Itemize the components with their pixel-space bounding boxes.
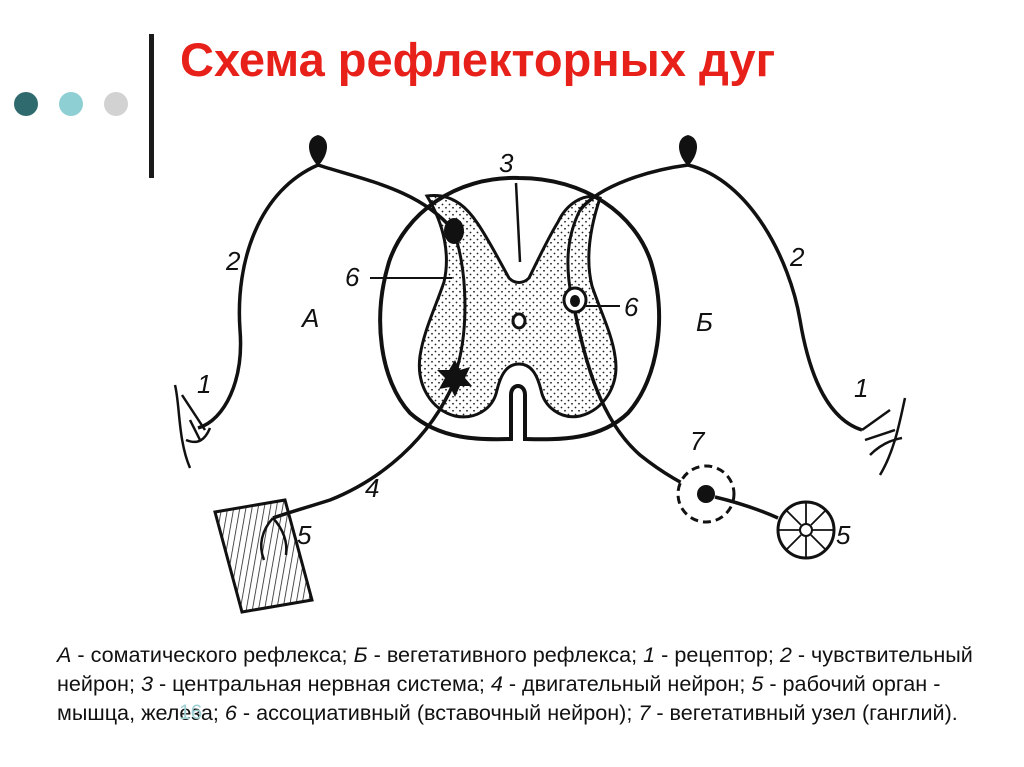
diagram-caption: А - соматического рефлекса; Б - вегетати…	[57, 640, 982, 727]
caption-text-a: - соматического рефлекса;	[71, 642, 354, 667]
label-7: 7	[690, 426, 706, 456]
caption-term-1: 1	[643, 642, 656, 667]
grey-matter	[417, 194, 618, 419]
caption-text-3: - центральная нервная система;	[152, 671, 491, 696]
label-side-b: Б	[696, 307, 713, 337]
label-6-right: 6	[624, 292, 639, 322]
label-1-left: 1	[197, 369, 211, 399]
slide-title: Схема рефлекторных дуг	[180, 33, 776, 86]
decorative-dots-icon	[14, 92, 134, 120]
caption-term-a: А	[57, 642, 72, 667]
caption-text-7: - вегетативный узел (ганглий).	[650, 700, 958, 725]
dot-gray	[104, 92, 128, 116]
caption-term-7: 7	[638, 700, 651, 725]
motor-neuron	[272, 379, 457, 520]
motor-neuron-body-icon	[437, 360, 472, 397]
label-3: 3	[499, 148, 514, 178]
page-number: 16	[179, 701, 203, 724]
caption-term-4: 4	[490, 671, 503, 696]
receptor-left-icon	[173, 384, 212, 469]
caption-text-5: - рабочий орган - мышца, железа;	[57, 671, 941, 725]
vertical-divider	[149, 34, 154, 178]
label-5-right: 5	[836, 520, 851, 550]
caption-term-2: 2	[779, 642, 792, 667]
caption-text-b: - вегетативного рефлекса;	[367, 642, 644, 667]
ganglion-left-icon	[308, 135, 328, 166]
label-4: 4	[365, 473, 379, 503]
receptor-right-icon	[861, 397, 907, 476]
label-2-right: 2	[789, 242, 805, 272]
caption-text-2: - чувствительный нейрон;	[57, 642, 973, 696]
central-canal-icon	[511, 312, 527, 330]
label-1-right: 1	[854, 373, 868, 403]
label-2-left: 2	[225, 246, 241, 276]
caption-term-3: 3	[140, 671, 153, 696]
dot-dark	[14, 92, 38, 116]
label-side-a: А	[300, 303, 319, 333]
interneuron-left-icon	[444, 218, 464, 244]
ganglion-right-icon	[678, 135, 698, 166]
caption-term-6: 6	[224, 700, 237, 725]
sensory-neuron-right	[578, 163, 689, 212]
label-5-left: 5	[297, 520, 312, 550]
caption-text-6: - ассоциативный (вставочный нейрон);	[236, 700, 639, 725]
dot-light	[59, 92, 83, 116]
caption-text-4: - двигательный нейрон;	[502, 671, 752, 696]
caption-text-1: - рецептор;	[655, 642, 780, 667]
caption-term-5: 5	[751, 671, 764, 696]
sensory-neuron-left	[317, 163, 455, 232]
label-6-left: 6	[345, 262, 360, 292]
caption-term-b: Б	[353, 642, 368, 667]
